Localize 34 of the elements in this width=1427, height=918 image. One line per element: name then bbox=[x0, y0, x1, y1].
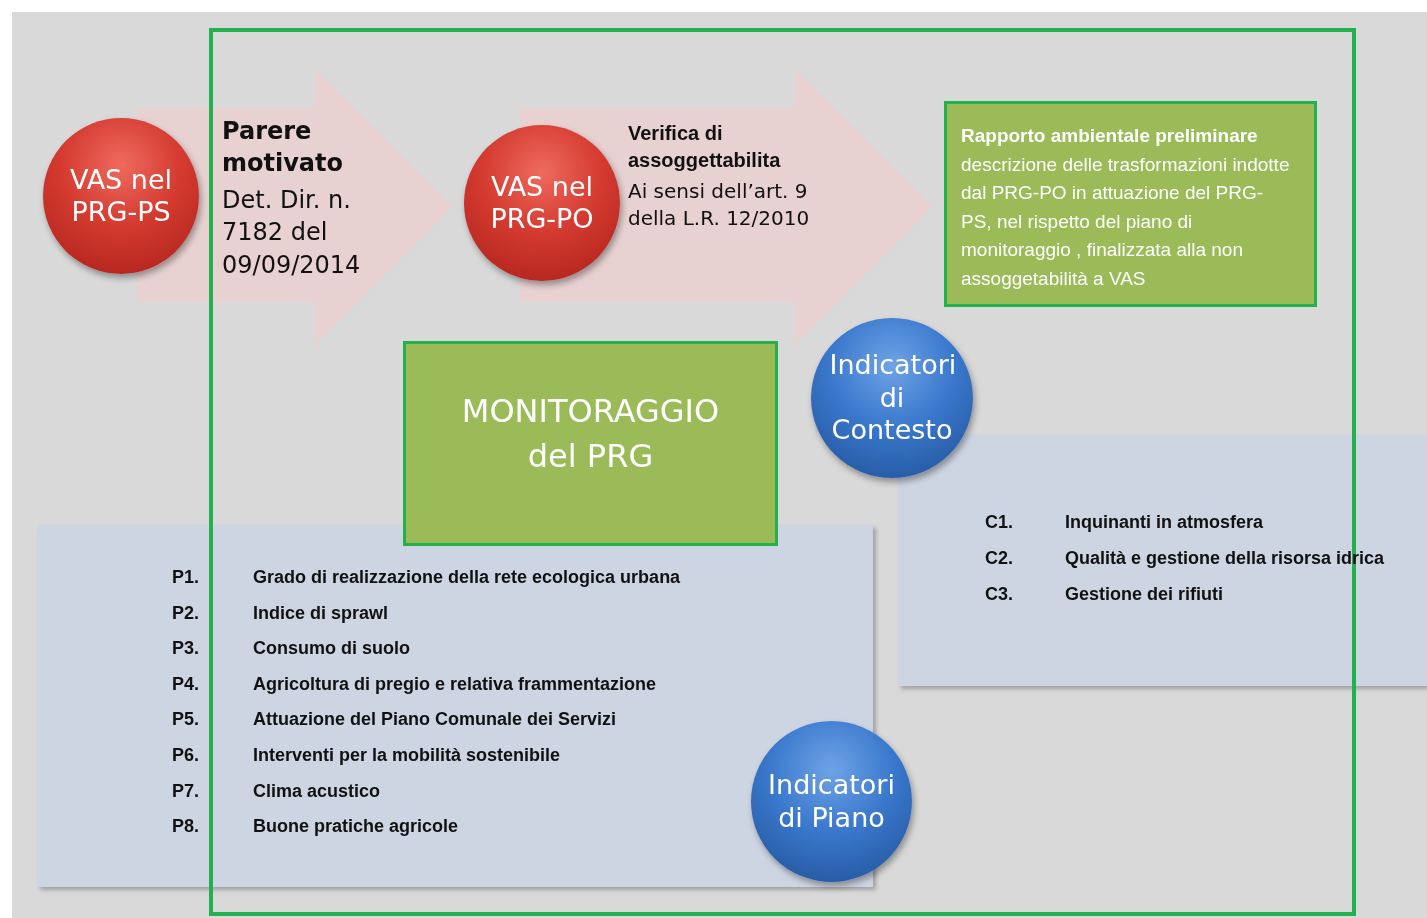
indicator-label: Inquinanti in atmosfera bbox=[1065, 512, 1264, 533]
circle-label: VAS nel PRG-PS bbox=[68, 163, 174, 229]
indicator-label: Buone pratiche agricole bbox=[253, 816, 459, 838]
indicator-code: P6. bbox=[172, 745, 200, 766]
indicator-code: C3. bbox=[985, 584, 1013, 605]
indicator-code: P8. bbox=[172, 816, 200, 838]
indicator-code: P7. bbox=[172, 780, 200, 802]
circle-label: VAS nel PRG-PO bbox=[489, 170, 595, 236]
circle-label: Indicatori di Piano bbox=[767, 769, 896, 834]
circle-label: Indicatori di Contesto bbox=[829, 349, 955, 447]
indicator-label: Agricoltura di pregio e relativa frammentazione bbox=[253, 673, 657, 695]
indicator-label: Gestione dei rifiuti bbox=[1065, 584, 1224, 605]
box-heading: Rapporto ambientale preliminare bbox=[961, 124, 1259, 148]
step-description: Det. Dir. n. 7182 del 09/09/2014 bbox=[222, 184, 362, 281]
report-box bbox=[944, 101, 1317, 307]
indicator-label: Grado di realizzazione della rete ecologica urbana bbox=[253, 567, 681, 588]
step-heading: Parere motivato bbox=[222, 116, 344, 180]
step-description: Ai sensi dell’art. 9 della L.R. 12/2010 bbox=[628, 178, 811, 232]
step-heading: Verifica di assoggettabilita bbox=[628, 121, 782, 173]
indicator-code: P2. bbox=[172, 602, 200, 624]
indicator-code: P5. bbox=[172, 709, 200, 731]
indicator-label: Interventi per la mobilità sostenibile bbox=[253, 745, 561, 766]
indicator-label: Attuazione del Piano Comunale dei Servizi bbox=[253, 709, 617, 731]
indicator-label: Indice di sprawl bbox=[253, 602, 389, 624]
box-text: descrizione delle trasformazioni indotte dal PRG-PO in attuazione del PRG-PS, nel rispetto del piano di monitoraggio , finalizzata alla non assoggetabilità a VAS bbox=[961, 152, 1290, 291]
indicator-code: P4. bbox=[172, 673, 200, 695]
indicator-label: Consumo di suolo bbox=[253, 638, 410, 660]
monitoring-box bbox=[403, 341, 778, 546]
indicator-code: P1. bbox=[172, 567, 200, 588]
indicator-code: C1. bbox=[985, 512, 1013, 533]
indicator-label: Clima acustico bbox=[253, 780, 381, 802]
indicator-code: P3. bbox=[172, 638, 200, 660]
box-text: MONITORAGGIO del PRG bbox=[460, 391, 721, 477]
indicator-code: C2. bbox=[985, 548, 1013, 569]
